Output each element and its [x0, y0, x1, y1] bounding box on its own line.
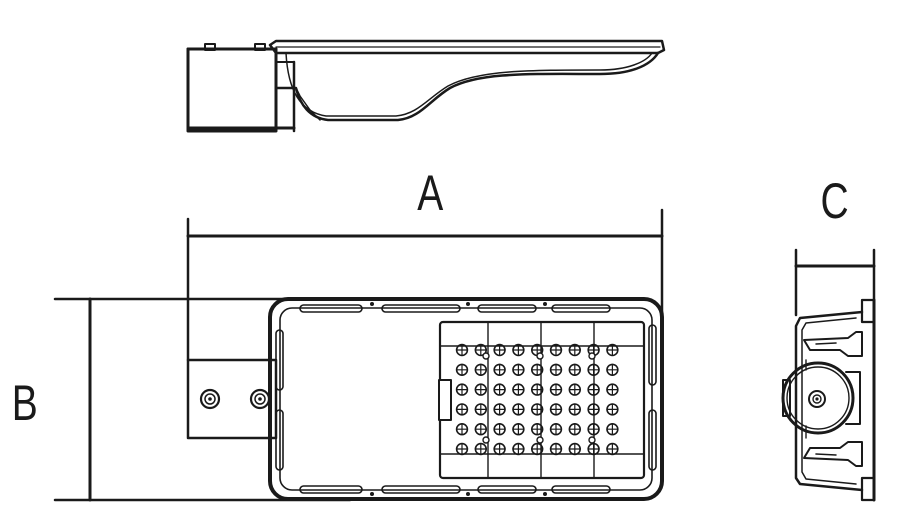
led-chip — [587, 383, 600, 396]
led-chip — [568, 403, 581, 416]
led-chip — [568, 423, 581, 436]
led-chip — [587, 423, 600, 436]
led-chip — [530, 423, 544, 436]
end-view-mount-bottom — [860, 476, 876, 502]
led-module-clip — [438, 379, 452, 421]
led-chip — [568, 343, 581, 357]
led-module-screw — [482, 436, 490, 444]
led-module-screw — [482, 352, 490, 360]
led-module-screw — [588, 352, 596, 360]
led-chip — [455, 363, 469, 376]
led-chip — [455, 442, 469, 456]
led-chip — [512, 442, 525, 456]
led-chip — [512, 403, 525, 416]
led-chip — [474, 423, 487, 436]
led-chip — [587, 442, 600, 456]
end-view — [781, 298, 876, 502]
led-chip — [568, 442, 581, 456]
led-chip — [455, 383, 469, 396]
led-chip — [606, 363, 619, 376]
led-chip — [474, 343, 487, 357]
led-chip — [512, 363, 525, 376]
led-grid — [455, 343, 619, 456]
housing-rim-slots-bottom — [299, 485, 611, 494]
led-chip — [568, 363, 581, 376]
plan-view-bracket — [186, 358, 278, 440]
end-view-bolt — [808, 390, 826, 408]
dimension-c-label: C — [821, 172, 849, 229]
end-view-mount-top — [860, 298, 876, 324]
led-chip — [549, 363, 563, 376]
side-view-bracket — [186, 47, 278, 133]
led-chip — [455, 403, 469, 416]
led-chip — [606, 423, 619, 436]
led-module-screw — [588, 436, 596, 444]
end-view-body — [794, 310, 864, 492]
bracket-bolt-right — [249, 388, 271, 410]
dimension-a — [186, 208, 664, 362]
dimension-b-label: B — [12, 374, 38, 431]
led-chip — [530, 403, 544, 416]
led-chip — [606, 383, 619, 396]
dimension-a-label: A — [417, 164, 443, 221]
led-chip — [530, 442, 544, 456]
led-chip — [493, 383, 506, 396]
led-chip — [549, 423, 563, 436]
housing-rim-slots-top — [299, 304, 611, 313]
led-chip — [606, 343, 619, 357]
led-chip — [587, 403, 600, 416]
dimension-b — [53, 297, 352, 502]
led-chip — [512, 423, 525, 436]
led-chip — [512, 383, 525, 396]
led-chip — [587, 363, 600, 376]
led-module-screw — [536, 436, 544, 444]
side-view-housing — [274, 51, 660, 122]
led-chip — [455, 343, 469, 357]
led-chip — [493, 403, 506, 416]
bracket-bolt-left — [199, 388, 221, 410]
led-chip — [493, 423, 506, 436]
led-chip — [474, 403, 487, 416]
dimension-c — [794, 248, 876, 317]
led-chip — [493, 363, 506, 376]
plan-view-housing — [268, 297, 664, 501]
led-chip — [606, 442, 619, 456]
led-chip — [549, 343, 563, 357]
side-view — [186, 39, 666, 133]
led-chip — [530, 363, 544, 376]
led-module-screw — [536, 352, 544, 360]
led-chip — [549, 403, 563, 416]
led-chip — [512, 343, 525, 357]
led-chip — [549, 442, 563, 456]
led-chip — [549, 383, 563, 396]
led-chip — [474, 363, 487, 376]
led-chip — [568, 383, 581, 396]
led-chip — [606, 403, 619, 416]
led-chip — [474, 383, 487, 396]
led-chip — [474, 442, 487, 456]
housing-rim-dots — [370, 302, 547, 496]
led-chip — [493, 343, 506, 357]
plan-view — [186, 297, 664, 501]
housing-rim-slots-sides — [275, 324, 657, 471]
led-chip — [455, 423, 469, 436]
led-chip — [493, 442, 506, 456]
led-chip — [530, 383, 544, 396]
